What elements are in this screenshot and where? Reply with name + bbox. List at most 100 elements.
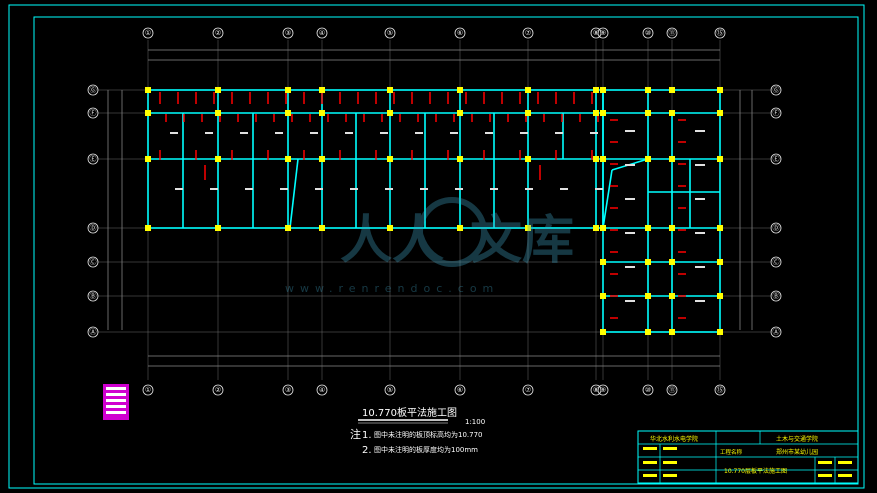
svg-text:⑦: ⑦ — [525, 29, 531, 37]
column-mark — [717, 329, 723, 335]
svg-text:Ⓕ: Ⓕ — [773, 109, 780, 117]
svg-text:⑥: ⑥ — [457, 386, 463, 394]
column-mark — [593, 225, 599, 231]
svg-text:②: ② — [215, 386, 221, 394]
column-mark — [387, 225, 393, 231]
title-block: 华北水利水电学院 土木与交通学院 郑州市某幼儿园 工程名称 10.770层板平法… — [637, 430, 859, 484]
column-mark — [145, 156, 151, 162]
svg-text:⑧: ⑧ — [593, 29, 599, 37]
axis-bubble-bottom-2: ③ — [282, 384, 294, 396]
axis-bubble-top-7: ⑧ — [590, 27, 602, 39]
svg-text:人人: 人人 — [340, 210, 444, 271]
column-mark — [319, 225, 325, 231]
title-row2-left: 工程名称 — [720, 448, 743, 456]
column-mark — [669, 156, 675, 162]
svg-text:Ⓓ: Ⓓ — [773, 224, 780, 232]
column-mark — [717, 225, 723, 231]
column-mark — [645, 293, 651, 299]
column-mark — [600, 156, 606, 162]
watermark-url: www.renrendoc.com — [285, 282, 499, 295]
axis-bubble-top-9: ⑩ — [642, 27, 654, 39]
column-mark — [215, 110, 221, 116]
column-mark — [669, 225, 675, 231]
column-mark — [717, 156, 723, 162]
column-mark — [525, 110, 531, 116]
svg-text:③: ③ — [285, 29, 291, 37]
svg-text:⑮: ⑮ — [717, 386, 724, 394]
svg-text:Ⓒ: Ⓒ — [773, 258, 780, 266]
axis-bubble-bottom-5: ⑥ — [454, 384, 466, 396]
column-mark — [319, 87, 325, 93]
column-mark — [669, 259, 675, 265]
column-mark — [387, 156, 393, 162]
column-mark — [600, 110, 606, 116]
note-1-num: 1. — [362, 430, 372, 441]
column-mark — [457, 225, 463, 231]
column-mark — [457, 156, 463, 162]
title-dept: 土木与交通学院 — [776, 435, 818, 443]
column-mark — [645, 225, 651, 231]
svg-text:Ⓐ: Ⓐ — [773, 328, 780, 336]
svg-text:⑩: ⑩ — [645, 386, 651, 394]
svg-text:⑩: ⑩ — [645, 29, 651, 37]
drawing-title: 10.770板平法施工图 — [362, 406, 457, 419]
svg-text:⑨: ⑨ — [600, 386, 606, 394]
column-mark — [669, 110, 675, 116]
svg-text:Ⓔ: Ⓔ — [90, 155, 97, 163]
column-mark — [145, 87, 151, 93]
axis-bubble-top-0: ① — [142, 27, 154, 39]
floor-plan — [145, 87, 723, 335]
axis-bubble-right-1: Ⓕ — [770, 107, 782, 119]
watermark: 人人 文库 www.renrendoc.com — [285, 197, 574, 295]
column-mark — [600, 329, 606, 335]
axis-bubble-top-11: ⑮ — [714, 27, 726, 39]
column-mark — [717, 87, 723, 93]
column-mark — [215, 87, 221, 93]
column-mark — [387, 110, 393, 116]
axis-bubbles-left: Ⓖ Ⓕ Ⓔ Ⓓ Ⓒ Ⓑ Ⓐ — [87, 84, 99, 338]
title-drawing-name: 10.770层板平法施工图 — [724, 467, 787, 475]
axis-bubble-bottom-10: ⑪ — [666, 384, 678, 396]
axis-bubble-top-10: ⑪ — [666, 27, 678, 39]
axis-bubble-left-3: Ⓓ — [87, 222, 99, 234]
column-mark — [717, 110, 723, 116]
column-mark — [525, 87, 531, 93]
drawing-scale: 1:100 — [465, 418, 485, 426]
column-mark — [319, 110, 325, 116]
column-mark — [387, 87, 393, 93]
outer-frame — [8, 4, 865, 489]
column-mark — [285, 110, 291, 116]
column-mark — [645, 156, 651, 162]
axis-bubble-top-6: ⑦ — [522, 27, 534, 39]
svg-text:⑮: ⑮ — [717, 29, 724, 37]
svg-text:Ⓖ: Ⓖ — [90, 86, 97, 94]
svg-text:Ⓑ: Ⓑ — [90, 292, 97, 300]
axis-bubble-bottom-8: ⑨ — [597, 384, 609, 396]
column-mark — [600, 225, 606, 231]
axis-bubble-left-1: Ⓕ — [87, 107, 99, 119]
axis-bubble-left-2: Ⓔ — [87, 153, 99, 165]
dimension-lines — [107, 49, 753, 367]
axis-bubble-left-0: Ⓖ — [87, 84, 99, 96]
svg-text:Ⓖ: Ⓖ — [773, 86, 780, 94]
column-mark — [593, 110, 599, 116]
svg-text:Ⓐ: Ⓐ — [90, 328, 97, 336]
title-project: 郑州市某幼儿园 — [776, 448, 818, 456]
axis-bubble-bottom-11: ⑮ — [714, 384, 726, 396]
svg-text:Ⓓ: Ⓓ — [90, 224, 97, 232]
axis-bubble-top-2: ③ — [282, 27, 294, 39]
column-mark — [645, 110, 651, 116]
axis-bubble-right-4: Ⓒ — [770, 256, 782, 268]
axis-bubble-top-4: ⑤ — [384, 27, 396, 39]
axis-bubble-left-4: Ⓒ — [87, 256, 99, 268]
column-mark — [600, 259, 606, 265]
column-mark — [285, 225, 291, 231]
svg-text:Ⓒ: Ⓒ — [90, 258, 97, 266]
svg-text:③: ③ — [285, 386, 291, 394]
svg-text:①: ① — [145, 29, 151, 37]
axis-bubble-right-6: Ⓐ — [770, 326, 782, 338]
axis-bubble-bottom-7: ⑧ — [590, 384, 602, 396]
svg-text:⑨: ⑨ — [600, 29, 606, 37]
